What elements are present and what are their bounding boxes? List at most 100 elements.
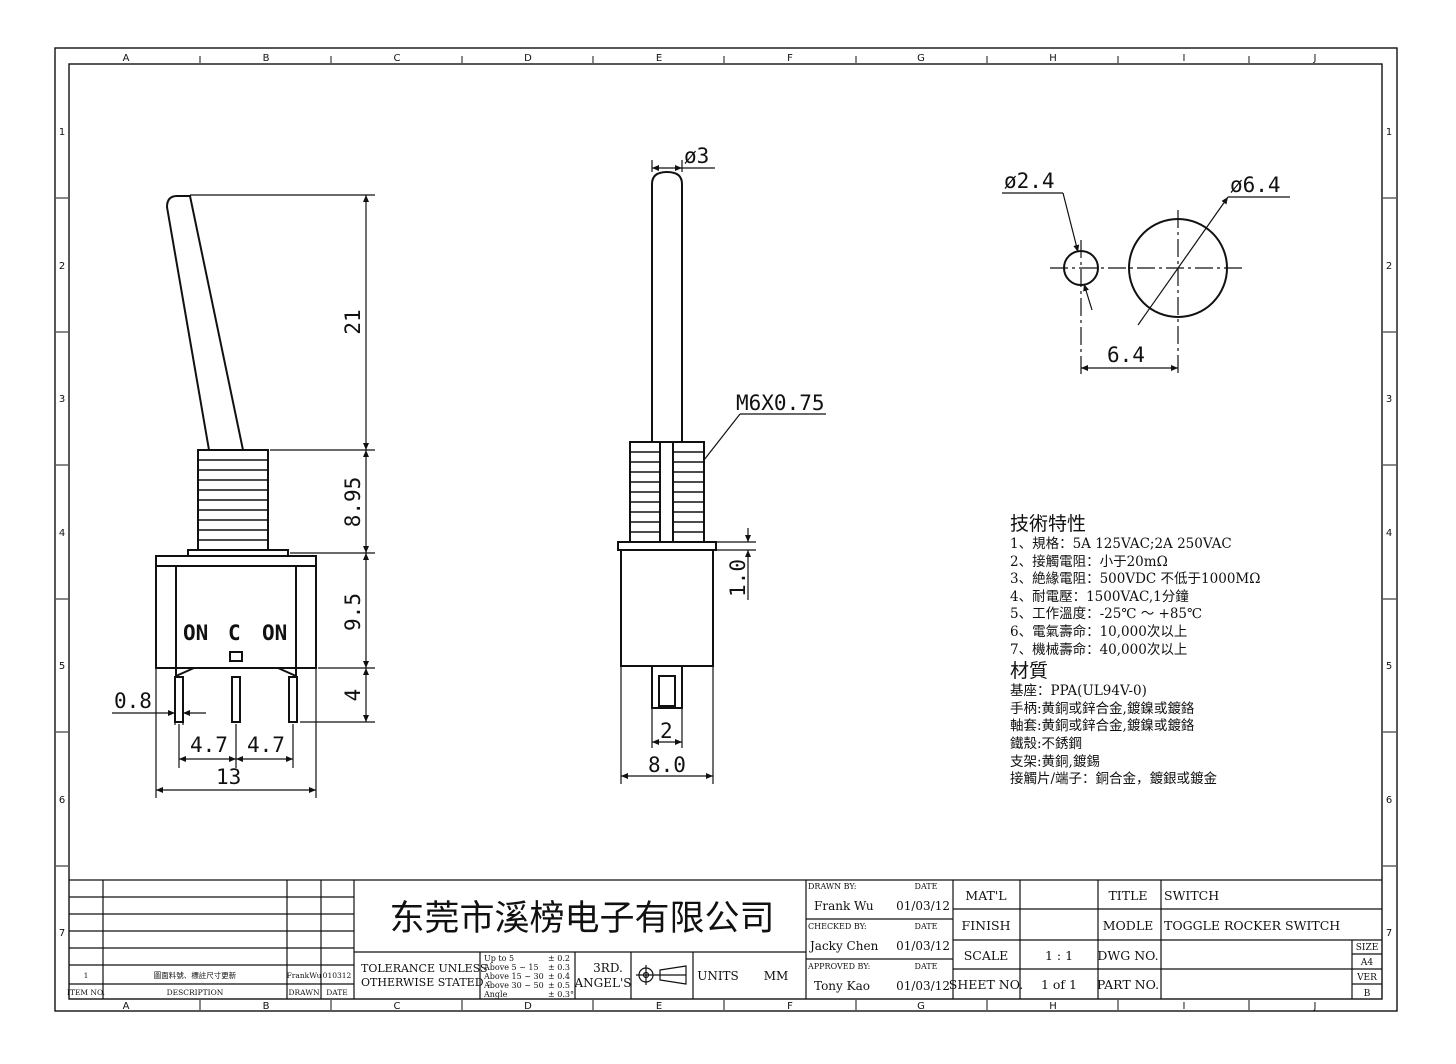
spec-line: 5、工作溫度：-25℃ ～ +85℃: [1010, 606, 1203, 623]
col-label-bottom: B: [263, 1001, 270, 1012]
material-title: 材質: [1010, 660, 1049, 683]
sheet-label: SHEET NO.: [949, 977, 1023, 992]
inner-border: [68, 63, 1383, 1000]
drawn-by-label: DRAWN BY:: [808, 882, 856, 891]
checked-date-label: DATE: [915, 922, 938, 931]
approved-date: 01/03/12: [896, 979, 950, 993]
panel-dims: [1002, 192, 1290, 376]
row-label-right: 4: [1386, 528, 1392, 539]
tolerance-value: ± 0.3°: [548, 990, 574, 999]
tolerance-range: Above 15 ~ 30: [483, 972, 544, 981]
rev-hdr-item: ITEM NO.: [67, 988, 105, 997]
row-label-left: 4: [59, 528, 65, 539]
row-label-left: 5: [59, 661, 65, 672]
rev-hdr-description: DESCRIPTION: [167, 988, 224, 997]
projection-line-2: ANGEL'S: [574, 976, 632, 990]
col-label-bottom: E: [656, 1001, 662, 1012]
col-label-top: J: [1313, 53, 1317, 64]
finish-label: FINISH: [962, 918, 1011, 933]
dim-front-terminal: 2: [660, 719, 673, 743]
col-label-top: C: [394, 53, 401, 64]
drawn-date: 01/03/12: [896, 899, 950, 913]
tolerance-value: ± 0.3: [548, 963, 570, 972]
spec-line: 1、規格：5A 125VAC;2A 250VAC: [1010, 536, 1232, 552]
label-on-right: ON: [262, 621, 287, 645]
row-label-left: 1: [59, 127, 65, 138]
tolerance-value: ± 0.5: [548, 981, 570, 990]
dim-lever-height: 21: [341, 309, 365, 334]
tolerance-value: ± 0.4: [548, 972, 570, 981]
title-fields: MAT'L FINISH SCALE 1 : 1 SHEET NO. 1 of …: [949, 888, 1379, 999]
front-thread: [630, 451, 704, 533]
units-value: MM: [764, 969, 789, 983]
panel-dim-labels: ø2.4 ø6.4 6.4: [1004, 169, 1281, 367]
front-dims: [620, 160, 826, 784]
front-view: [617, 170, 717, 709]
col-label-top: B: [263, 53, 270, 64]
row-label-right: 1: [1386, 127, 1392, 138]
tolerance-label-2: OTHERWISE STATED :: [361, 976, 491, 989]
dim-washer: 1.0: [726, 559, 750, 597]
material-line: 接觸片/端子：銅合金，鍍銀或鍍金: [1010, 771, 1218, 788]
col-label-bottom: J: [1313, 1001, 1317, 1012]
row-label-right: 7: [1386, 928, 1392, 939]
tolerance-range: Angle: [483, 990, 508, 999]
bracket-leg-left: [155, 565, 177, 669]
dwg-label: DWG NO.: [1097, 948, 1158, 963]
col-label-top: I: [1183, 53, 1186, 64]
zone-labels: A B C D E F G H I J A B C D E F G H I J …: [59, 53, 1392, 1012]
side-view: [155, 195, 317, 723]
label-center: C: [228, 621, 241, 645]
material-line: 基座：PPA(UL94V-0): [1010, 683, 1147, 700]
col-label-top: G: [917, 53, 925, 64]
row-label-left: 7: [59, 928, 65, 939]
drawn-date-label: DATE: [915, 882, 938, 891]
row-label-right: 5: [1386, 661, 1392, 672]
dim-terminal-length: 4: [341, 689, 365, 702]
dim-thread: M6X0.75: [736, 391, 825, 415]
spec-line: 2、接觸電阻：小于20mΩ: [1010, 553, 1168, 570]
dim-pitch-left: 4.7: [190, 733, 228, 757]
tolerance-range: Up to 5: [484, 954, 514, 963]
tolerance-range: Above 5 ~ 15: [483, 963, 539, 972]
col-label-top: E: [656, 53, 662, 64]
col-label-bottom: D: [524, 1001, 532, 1012]
dim-bushing-height: 8.95: [341, 477, 365, 528]
switch-position-labels: ON C ON: [183, 621, 287, 645]
outer-border: [54, 47, 1398, 1012]
front-dim-labels: ø3 M6X0.75 1.0 2 8.0: [648, 144, 825, 777]
signoff-block: DRAWN BY: DATE Frank Wu 01/03/12 CHECKED…: [807, 882, 950, 993]
rev-hdr-date: DATE: [326, 988, 348, 997]
rev-item: 1: [84, 971, 89, 980]
side-dims: [112, 194, 375, 798]
matl-label: MAT'L: [965, 888, 1006, 903]
base-lip: [175, 667, 297, 678]
dim-terminal-width: 0.8: [114, 689, 152, 713]
row-label-right: 2: [1386, 261, 1392, 272]
size-label: SIZE: [1356, 943, 1379, 953]
tolerance-label-1: TOLERANCE UNLESS: [361, 962, 488, 975]
rev-hdr-drawn: DRAWN: [288, 988, 319, 997]
bracket-leg-right: [295, 565, 317, 669]
specifications: 技術特性 1、規格：5A 125VAC;2A 250VAC 2、接觸電阻：小于2…: [1010, 512, 1260, 789]
dim-large-hole: ø6.4: [1230, 173, 1281, 197]
dim-small-hole: ø2.4: [1004, 169, 1055, 193]
projection-line-1: 3RD.: [593, 961, 623, 975]
col-label-bottom: A: [123, 1001, 130, 1012]
terminal-left: [174, 676, 184, 723]
row-label-right: 3: [1386, 394, 1392, 405]
material-line: 軸套:黄銅或鋅合金,鍍鎳或鍍鉻: [1010, 718, 1195, 735]
bracket: [155, 555, 317, 567]
col-label-top: D: [524, 53, 532, 64]
tolerance-range: Above 30 ~ 50: [483, 981, 544, 990]
dim-lever-dia: ø3: [684, 144, 709, 168]
dim-body-width: 8.0: [648, 753, 686, 777]
col-label-bottom: C: [394, 1001, 401, 1012]
approved-by-name: Tony Kao: [814, 979, 870, 993]
title-block-grid: [69, 879, 1382, 999]
lever: [165, 195, 244, 451]
dim-pitch-right: 4.7: [247, 733, 285, 757]
third-angle-projection-icon: [636, 965, 687, 985]
scale-label: SCALE: [964, 948, 1009, 963]
